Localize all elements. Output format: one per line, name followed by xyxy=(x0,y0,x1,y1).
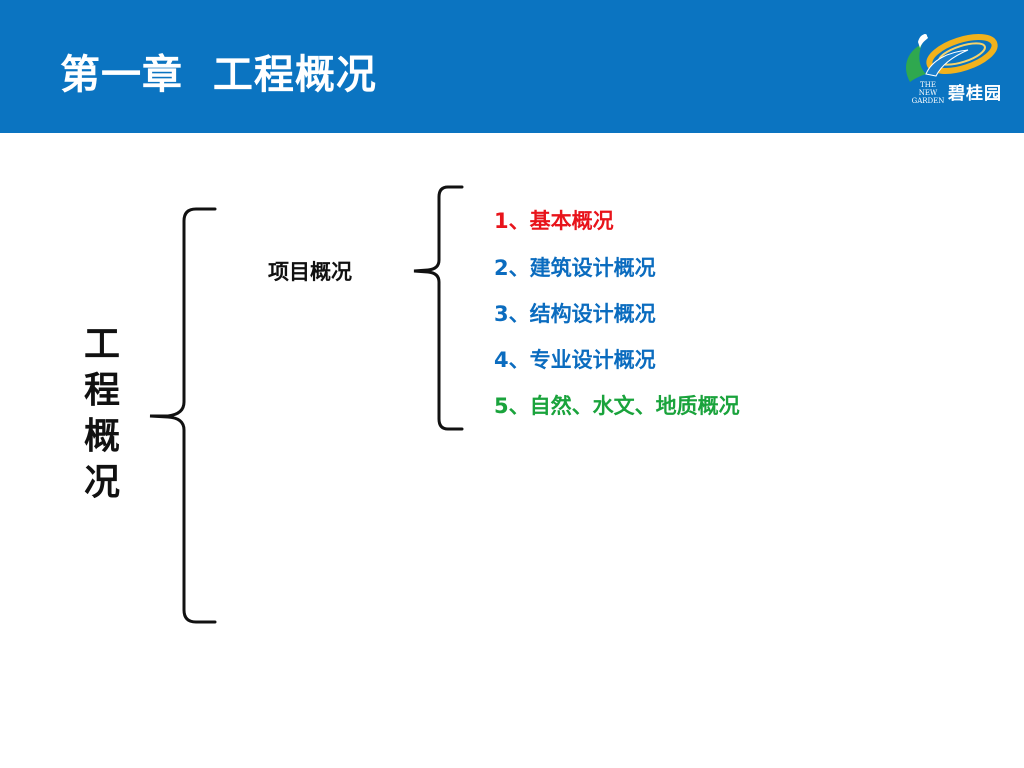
small-brace-icon xyxy=(413,185,464,431)
logo-emblem-icon xyxy=(906,34,998,82)
header-bar: 第一章 工程概况 THE NEW GARDEN 碧桂园 xyxy=(0,0,1024,133)
vertical-title-char: 程 xyxy=(83,370,120,411)
list-item: 4、专业设计概况 xyxy=(494,348,656,372)
subtopic-label: 项目概况 xyxy=(268,260,352,284)
vertical-title-char: 概 xyxy=(83,416,120,457)
section-vertical-title: 工 程 概 况 xyxy=(80,322,124,506)
logo-chinese-text: 碧桂园 xyxy=(948,84,1002,104)
list-item: 2、建筑设计概况 xyxy=(494,256,656,280)
list-item: 3、结构设计概况 xyxy=(494,302,656,326)
logo-english-text: THE NEW GARDEN xyxy=(911,81,945,105)
page-title: 第一章 工程概况 xyxy=(60,52,377,98)
large-brace-icon xyxy=(149,207,217,624)
brand-logo: THE NEW GARDEN 碧桂园 xyxy=(896,24,1008,106)
vertical-title-char: 工 xyxy=(83,324,120,365)
list-item: 5、自然、水文、地质概况 xyxy=(494,394,740,418)
list-item: 1、基本概况 xyxy=(494,209,614,233)
vertical-title-char: 况 xyxy=(83,462,120,503)
